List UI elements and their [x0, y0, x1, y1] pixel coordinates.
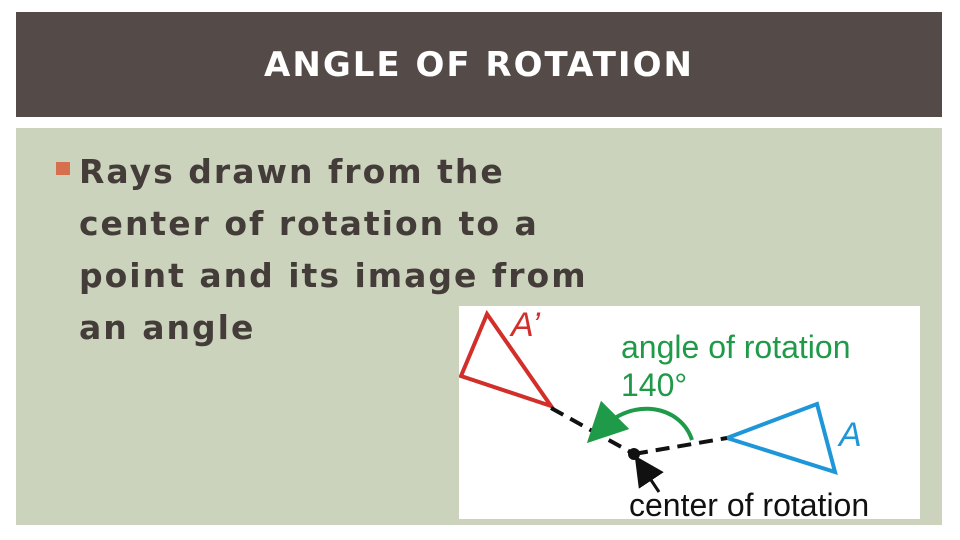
center-pointer-arrow [634, 455, 664, 493]
ray-to-preimage [633, 436, 728, 456]
angle-label: angle of rotation [621, 329, 851, 365]
image-triangle [459, 309, 557, 410]
bullet-marker-icon [56, 162, 70, 175]
preimage-label: A [837, 416, 862, 454]
title-bar: ANGLE OF ROTATION [16, 12, 942, 117]
center-point [628, 448, 640, 460]
preimage-triangle [720, 401, 838, 475]
rotation-diagram: A’ A angle of rotation 140° center of ro… [459, 306, 920, 519]
bullet-text: Rays drawn from the center of rotation t… [79, 152, 588, 347]
slide-title: ANGLE OF ROTATION [264, 44, 694, 85]
center-label: center of rotation [629, 487, 869, 519]
image-label: A’ [509, 306, 540, 344]
bullet-item: Rays drawn from the center of rotation t… [56, 146, 596, 354]
angle-arc [586, 400, 694, 444]
rotation-diagram-svg: A’ A angle of rotation 140° center of ro… [459, 306, 869, 519]
angle-measure: 140° [621, 367, 687, 403]
